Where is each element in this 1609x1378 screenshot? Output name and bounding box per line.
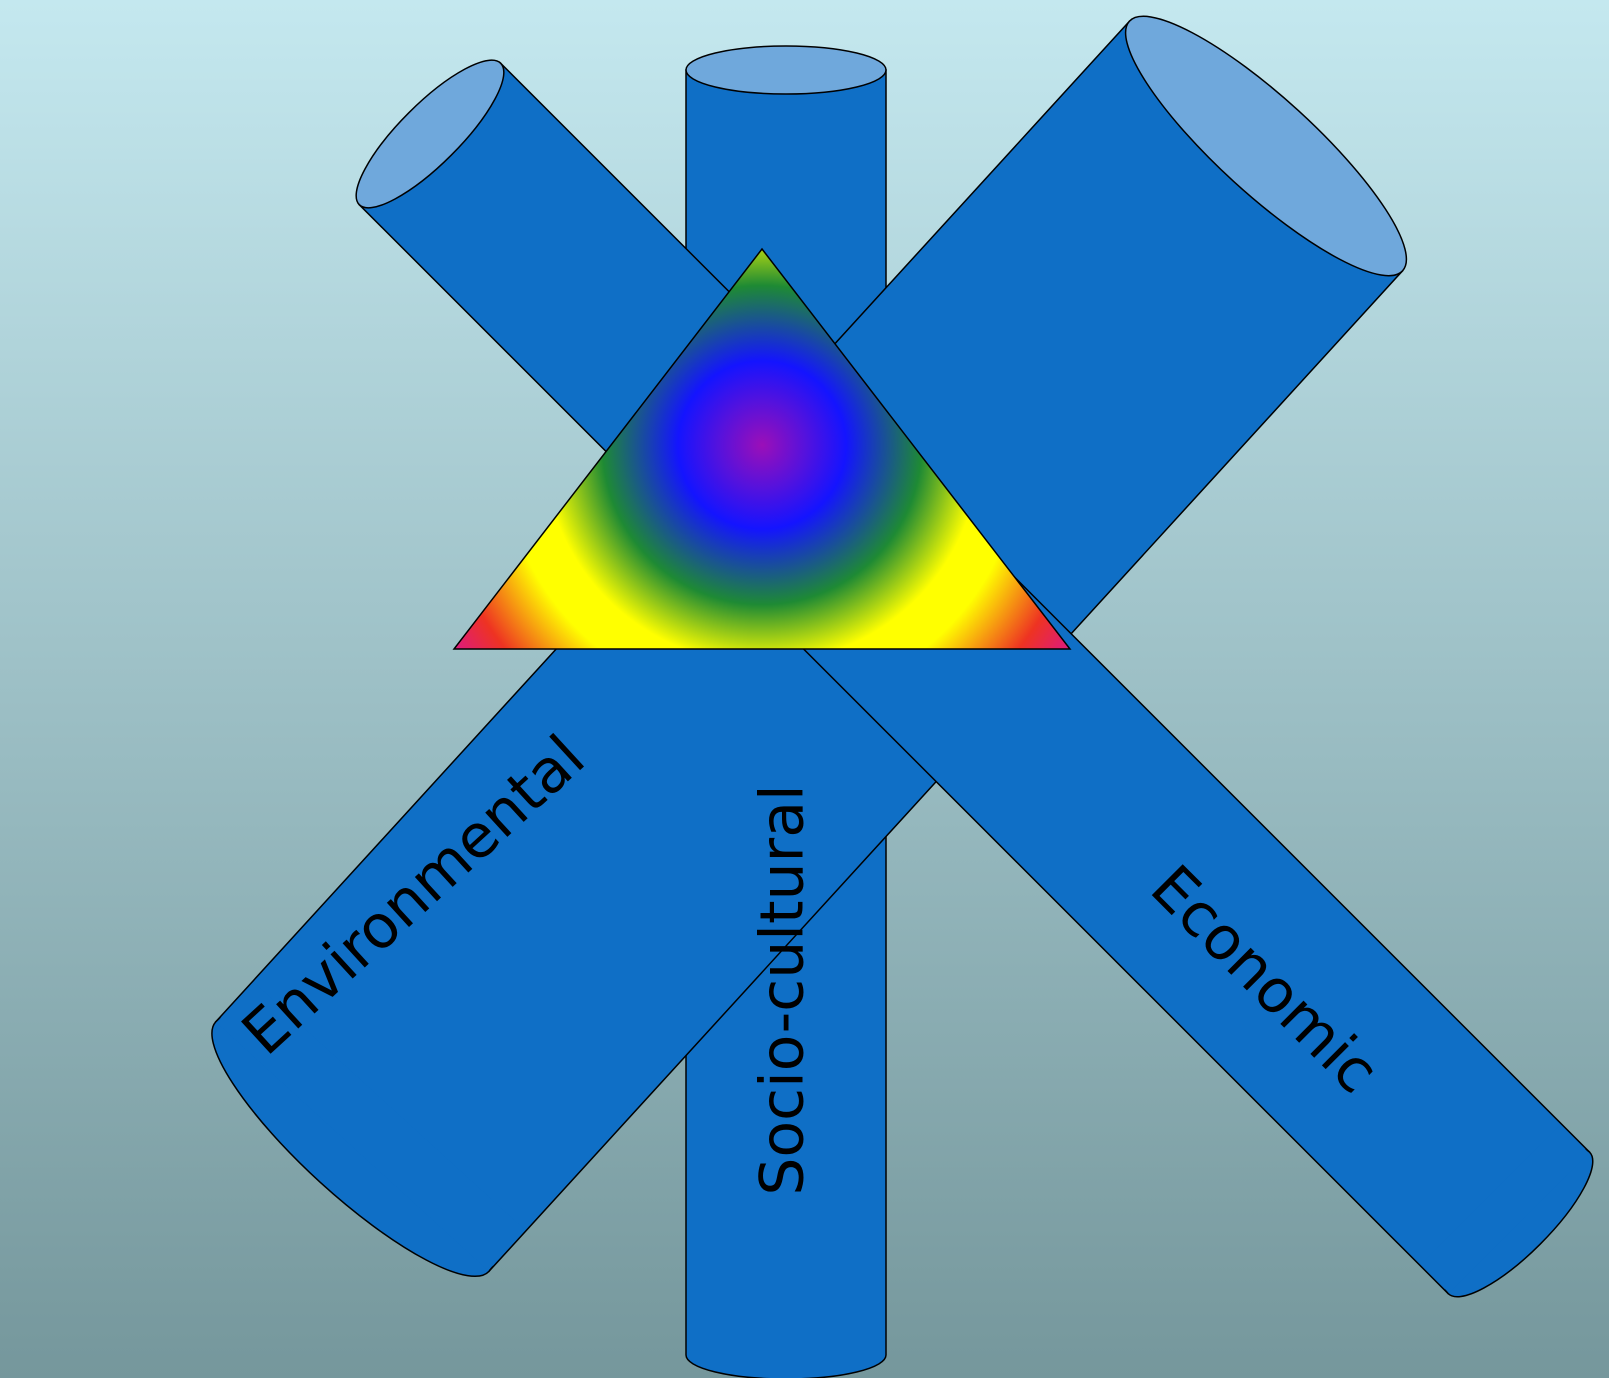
label-socio-cultural: Socio-cultural	[748, 784, 818, 1195]
cylinder-socio-cultural-top-cap	[685, 45, 887, 95]
cylinder-economic-seam-cover	[1420, 1124, 1589, 1293]
sustainability-triangle	[452, 247, 1072, 650]
cylinder-economic-top-cap	[355, 59, 505, 209]
cylinder-environmental-top-cap	[1124, 15, 1408, 277]
cylinder-economic	[355, 59, 1594, 1298]
cylinder-environmental-seam-cover	[216, 981, 526, 1271]
